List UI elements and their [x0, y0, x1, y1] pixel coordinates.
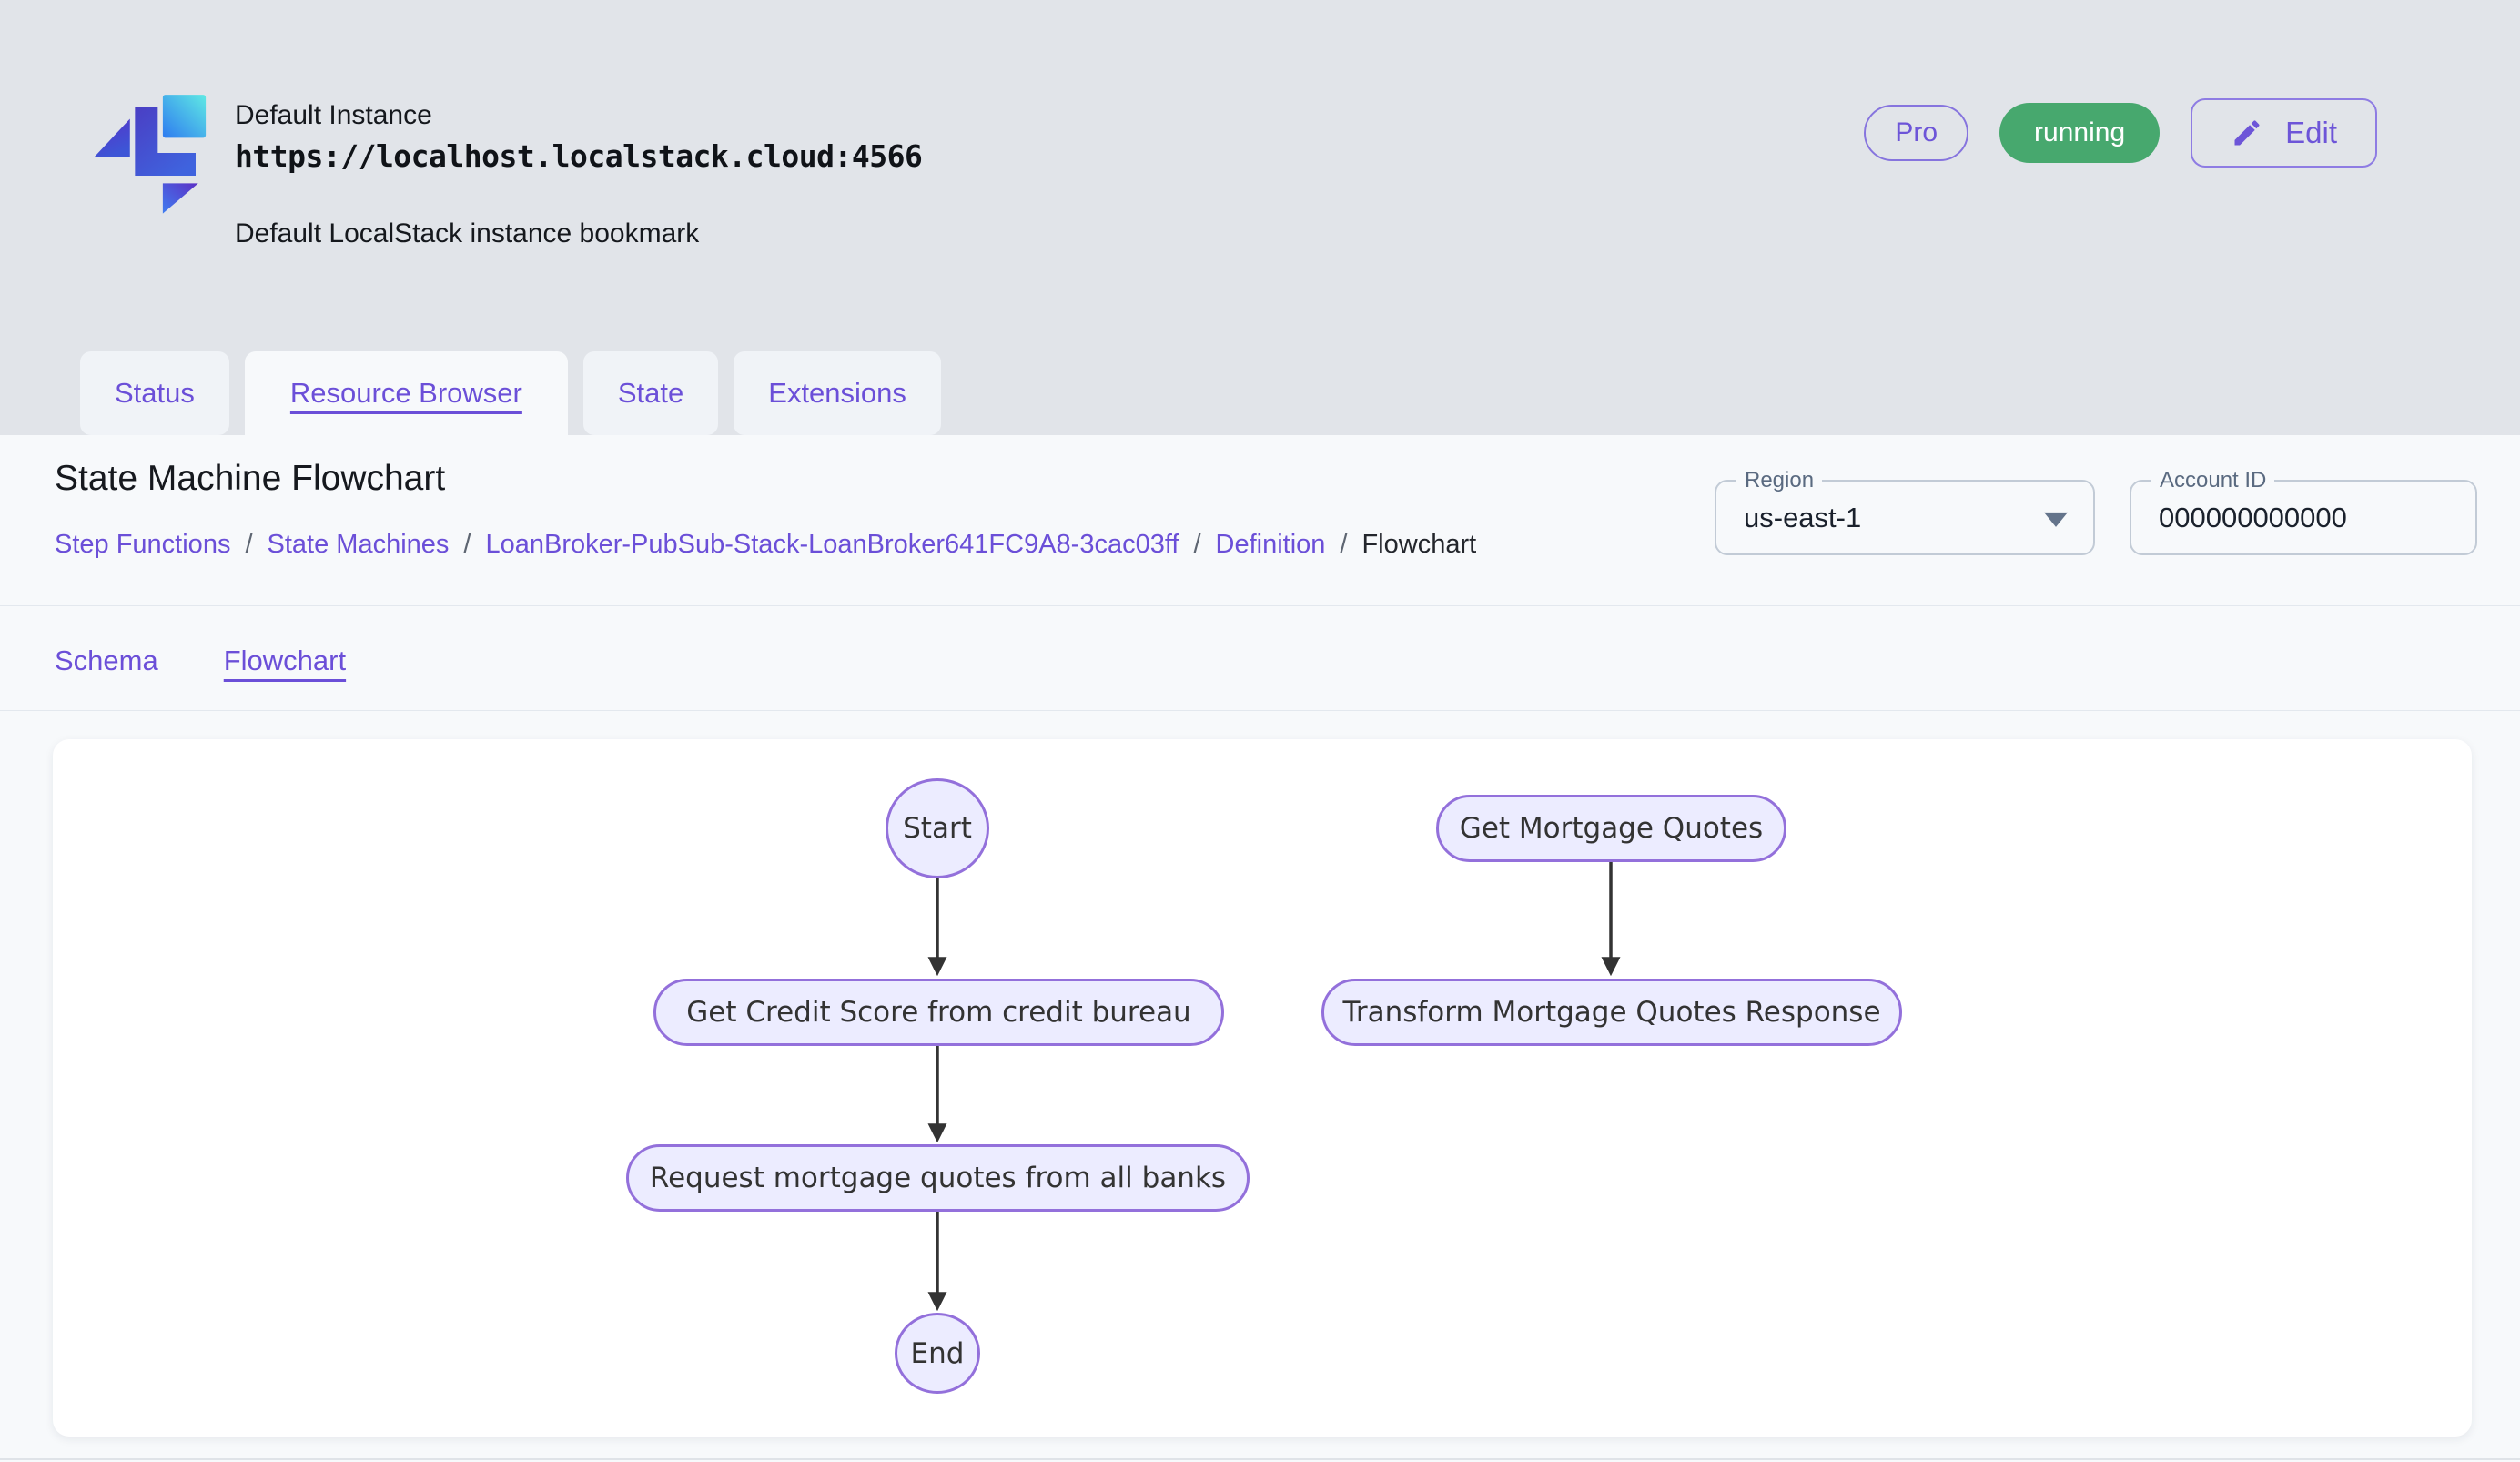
content-panel: State Machine Flowchart Step Functions /…	[0, 435, 2520, 1462]
breadcrumb-separator: /	[463, 530, 471, 559]
edit-button[interactable]: Edit	[2191, 98, 2377, 168]
flowchart-node-request-mortgage-quotes: Request mortgage quotes from all banks	[626, 1144, 1250, 1212]
breadcrumb-separator: /	[1340, 530, 1348, 559]
scope-fields: Region us-east-1 Account ID	[1715, 467, 2477, 555]
bottom-divider	[0, 1458, 2520, 1460]
breadcrumb-state-machines[interactable]: State Machines	[267, 530, 450, 559]
tab-extensions-label: Extensions	[768, 377, 906, 409]
flowchart-edges	[927, 862, 1621, 1312]
tab-status[interactable]: Status	[80, 351, 229, 435]
subtab-flowchart-label: Flowchart	[223, 645, 347, 676]
subtab-flowchart[interactable]: Flowchart	[224, 645, 346, 677]
header-divider	[0, 605, 2520, 606]
dropdown-arrow-icon	[2044, 512, 2068, 527]
breadcrumb-step-functions[interactable]: Step Functions	[55, 530, 231, 559]
flowchart-node-end: End	[895, 1313, 980, 1394]
tab-resource-browser[interactable]: Resource Browser	[244, 351, 568, 435]
header-actions: Pro running Edit	[1864, 98, 2377, 168]
pro-badge: Pro	[1864, 105, 1969, 161]
tab-state[interactable]: State	[582, 351, 719, 435]
region-select[interactable]: Region us-east-1	[1715, 467, 2095, 555]
tab-status-label: Status	[115, 377, 195, 409]
breadcrumb: Step Functions / State Machines / LoanBr…	[55, 530, 1476, 560]
flowchart-node-get-mortgage-quotes: Get Mortgage Quotes	[1436, 795, 1786, 862]
status-badge: running	[1999, 103, 2161, 163]
pencil-icon	[2231, 117, 2263, 149]
localstack-logo	[82, 85, 218, 221]
account-id-input[interactable]	[2131, 482, 2475, 553]
instance-name: Default Instance	[235, 100, 432, 130]
region-select-value: us-east-1	[1744, 501, 1862, 533]
edit-button-label: Edit	[2285, 116, 2337, 149]
subtabs-divider	[0, 710, 2520, 711]
flowchart-node-get-credit-score: Get Credit Score from credit bureau	[653, 979, 1224, 1046]
main-tabs: Status Resource Browser State Extensions	[80, 351, 941, 435]
tab-resource-browser-label: Resource Browser	[289, 377, 522, 409]
tab-state-label: State	[617, 377, 684, 409]
breadcrumb-definition[interactable]: Definition	[1215, 530, 1326, 559]
flowchart-node-transform-mortgage-quotes-response: Transform Mortgage Quotes Response	[1321, 979, 1902, 1046]
region-select-label: Region	[1736, 467, 1823, 494]
account-id-field: Account ID	[2130, 467, 2477, 555]
subtab-schema-label: Schema	[55, 645, 158, 676]
flowchart-card: Start Get Mortgage Quotes Get Credit Sco…	[53, 739, 2472, 1437]
breadcrumb-separator: /	[245, 530, 253, 559]
page-title: State Machine Flowchart	[55, 459, 446, 498]
breadcrumb-state-machine-id[interactable]: LoanBroker-PubSub-Stack-LoanBroker641FC9…	[485, 530, 1179, 559]
breadcrumb-separator: /	[1193, 530, 1201, 559]
flowchart-node-start: Start	[886, 778, 989, 878]
instance-description: Default LocalStack instance bookmark	[235, 218, 700, 249]
definition-subtabs: Schema Flowchart	[55, 626, 346, 695]
subtab-schema[interactable]: Schema	[55, 645, 158, 677]
instance-url: https://localhost.localstack.cloud:4566	[235, 138, 923, 174]
breadcrumb-current-flowchart: Flowchart	[1361, 530, 1477, 559]
tab-extensions[interactable]: Extensions	[734, 351, 941, 435]
